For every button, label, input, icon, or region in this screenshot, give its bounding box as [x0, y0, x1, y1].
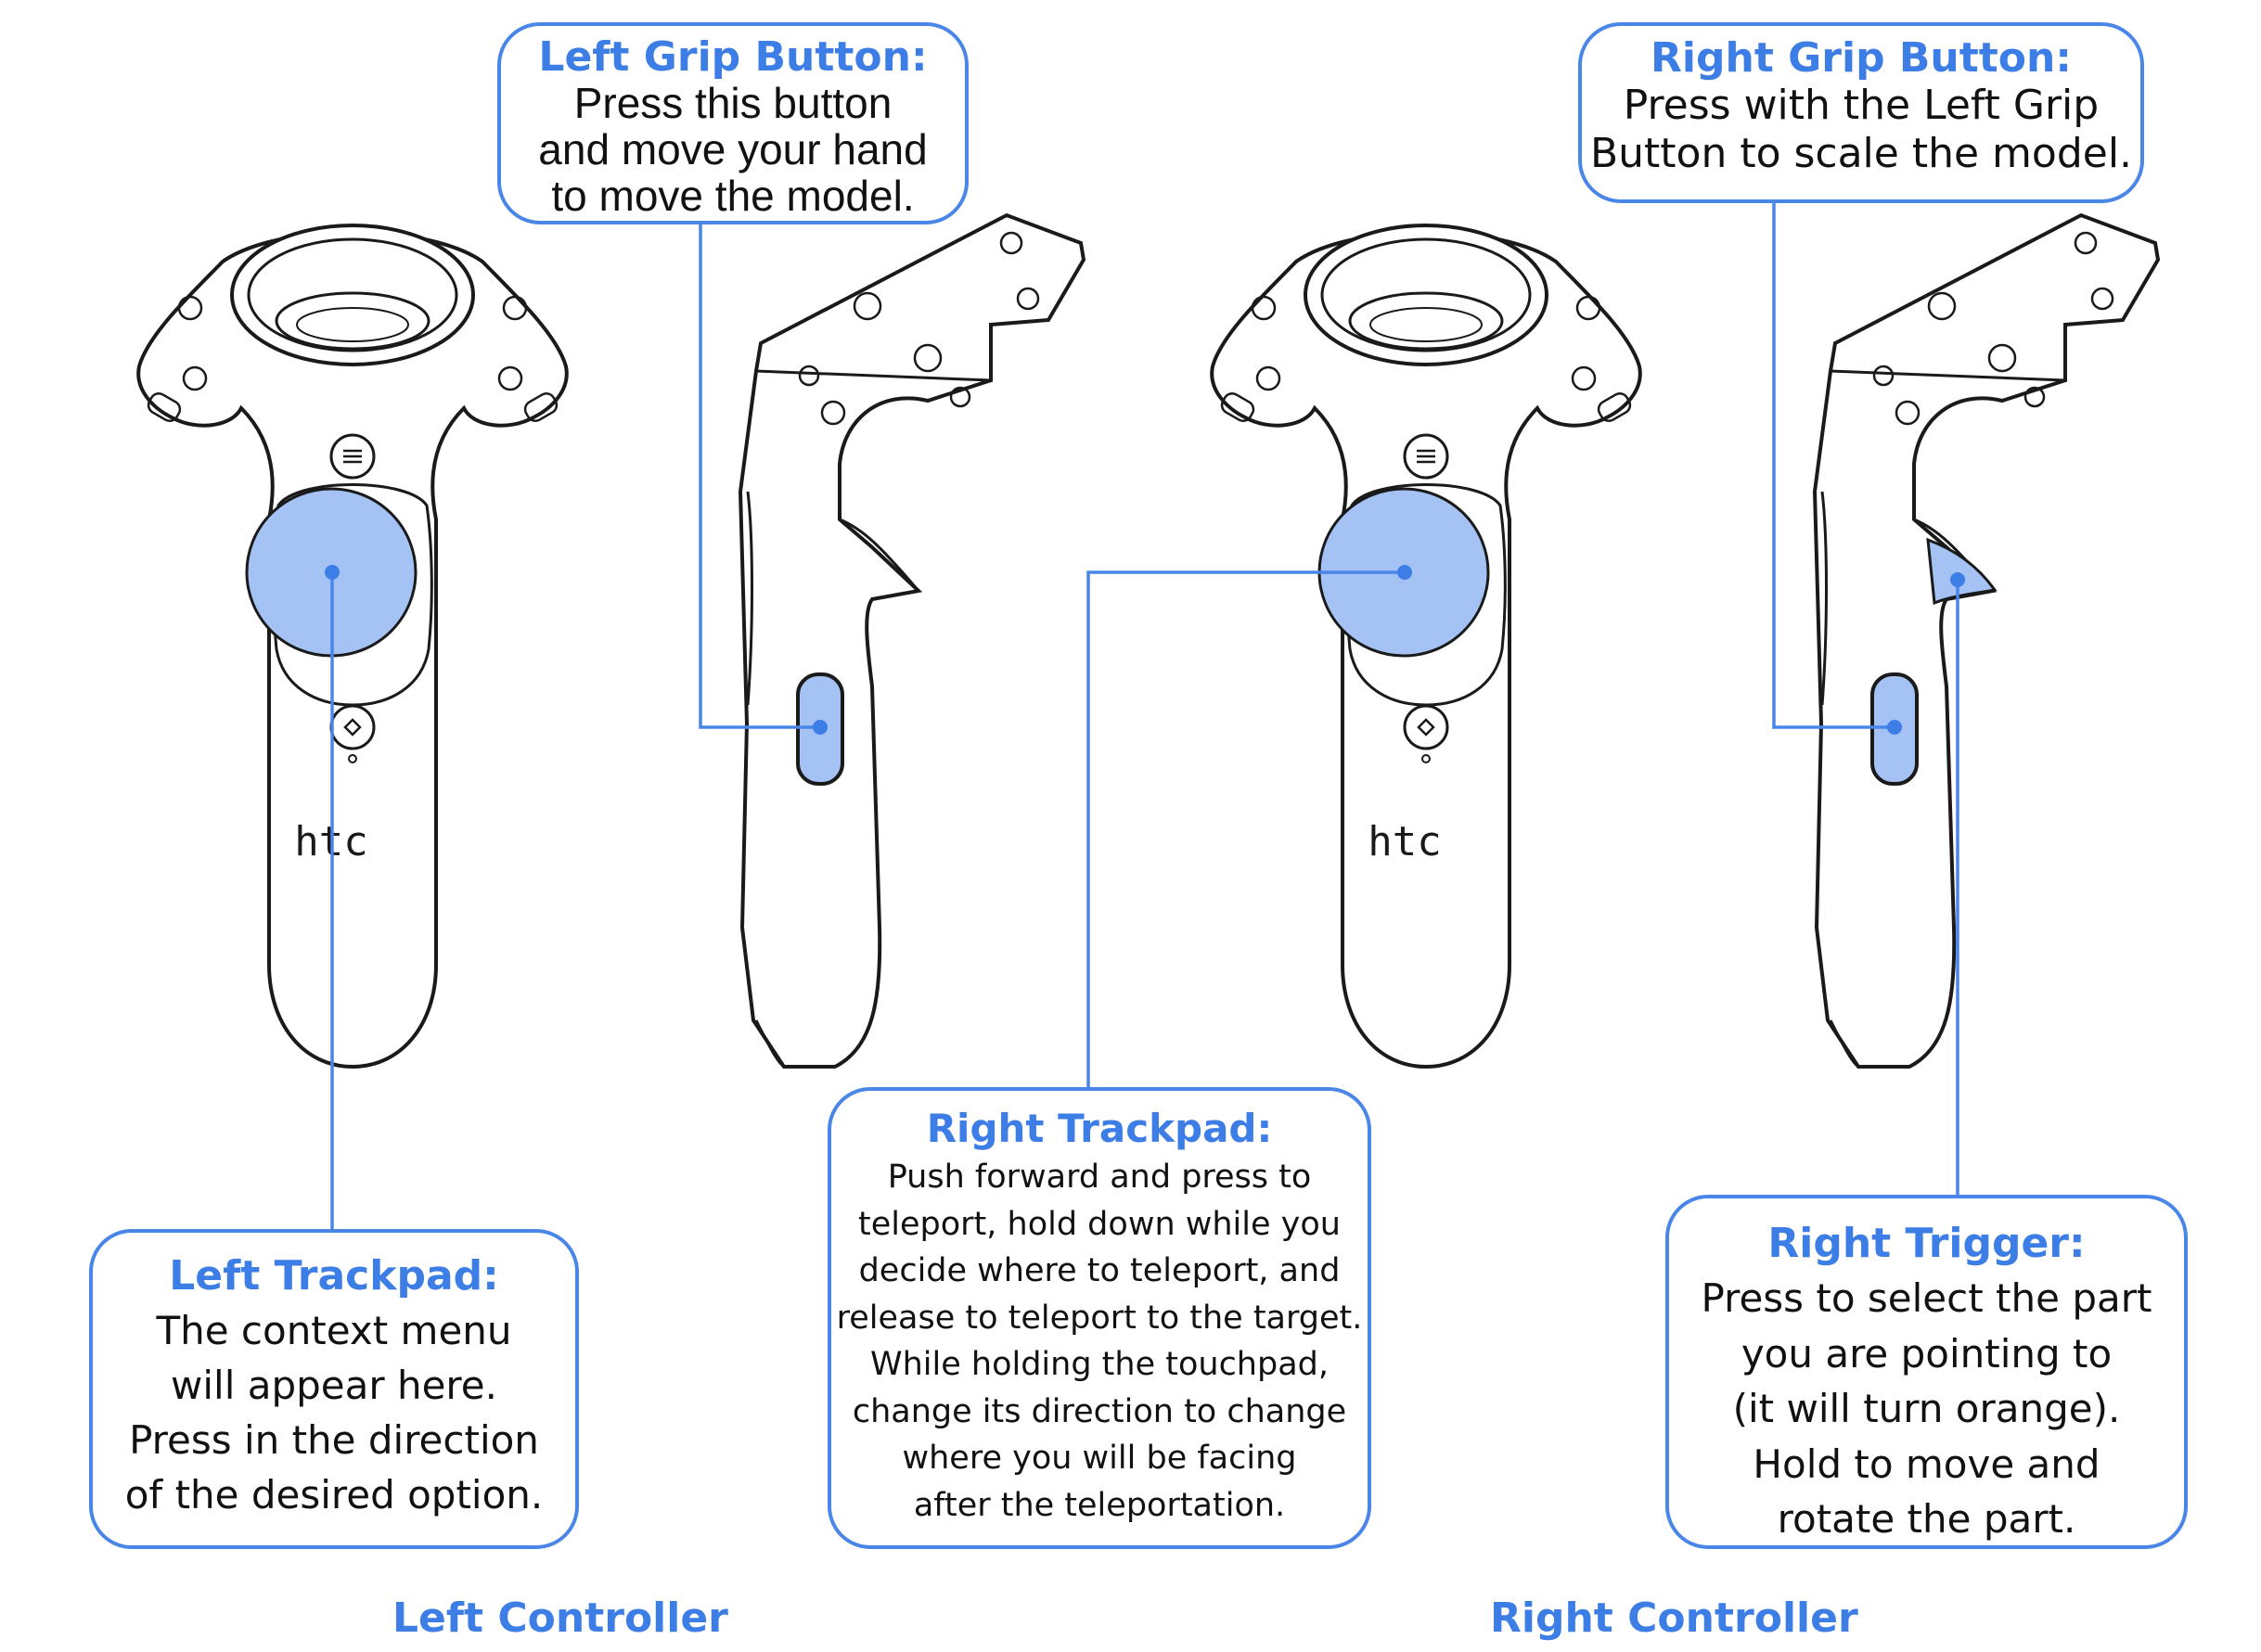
left-trackpad-callout: Left Trackpad: The context menu will app…: [89, 1229, 579, 1549]
right-trigger-line: (it will turn orange).: [1732, 1386, 2121, 1431]
left-grip-title: Left Grip Button:: [538, 33, 928, 81]
left-grip-callout: Left Grip Button: Press this button and …: [497, 22, 969, 224]
right-trigger-callout: Right Trigger: Press to select the part …: [1665, 1195, 2188, 1549]
right-htc-logo: htc: [1368, 818, 1441, 865]
right-trackpad-title: Right Trackpad:: [926, 1106, 1273, 1151]
right-trackpad-dot: [1397, 565, 1412, 580]
right-controller-caption: Right Controller: [1490, 1594, 1858, 1642]
right-trackpad-callout: Right Trackpad: Push forward and press t…: [828, 1087, 1371, 1549]
left-controller-caption: Left Controller: [392, 1594, 728, 1642]
left-grip-leader: [699, 224, 820, 729]
left-controller-side-icon: [739, 213, 1086, 1069]
left-grip-line: and move your hand: [538, 125, 928, 173]
left-grip-line: to move the model.: [551, 172, 915, 220]
right-trigger-dot: [1950, 572, 1965, 587]
left-trackpad-line: The context menu: [156, 1308, 512, 1353]
right-trigger-highlight: [1926, 537, 1998, 606]
right-trackpad-line: decide where to teleport, and: [858, 1252, 1341, 1289]
left-grip-dot: [813, 720, 828, 735]
left-trackpad-line: of the desired option.: [124, 1472, 544, 1518]
right-grip-dot: [1887, 720, 1902, 735]
right-trigger-line: Hold to move and: [1753, 1441, 2100, 1487]
right-grip-leader: [1772, 203, 1895, 729]
right-trackpad-line: Push forward and press to: [887, 1159, 1312, 1196]
right-trackpad-leader: [1086, 570, 1405, 1087]
right-trackpad-line: where you will be facing: [902, 1440, 1297, 1477]
left-trackpad-dot: [325, 565, 340, 580]
right-trackpad-line: after the teleportation.: [913, 1486, 1286, 1524]
right-trackpad-line: teleport, hold down while you: [858, 1205, 1341, 1243]
right-trackpad-line: While holding the touchpad,: [870, 1346, 1329, 1383]
right-trigger-line: rotate the part.: [1777, 1496, 2076, 1542]
right-grip-callout: Right Grip Button: Press with the Left G…: [1578, 22, 2144, 203]
left-trackpad-line: Press in the direction: [129, 1417, 539, 1463]
right-trackpad-line: release to teleport to the target.: [836, 1299, 1363, 1337]
right-trigger-title: Right Trigger:: [1767, 1220, 2086, 1267]
right-trackpad-line: change its direction to change: [852, 1392, 1347, 1430]
right-grip-title: Right Grip Button:: [1651, 34, 2072, 82]
right-trigger-line: Press to select the part: [1701, 1275, 2152, 1321]
right-controller-side-icon: [1813, 213, 2160, 1069]
right-trigger-line: you are pointing to: [1741, 1330, 2113, 1377]
right-grip-line: Press with the Left Grip: [1623, 82, 2100, 129]
left-trackpad-line: will appear here.: [171, 1363, 497, 1408]
left-trackpad-title: Left Trackpad:: [169, 1252, 499, 1300]
left-grip-line: Press this button: [573, 79, 893, 127]
right-grip-line: Button to scale the model.: [1589, 130, 2133, 177]
